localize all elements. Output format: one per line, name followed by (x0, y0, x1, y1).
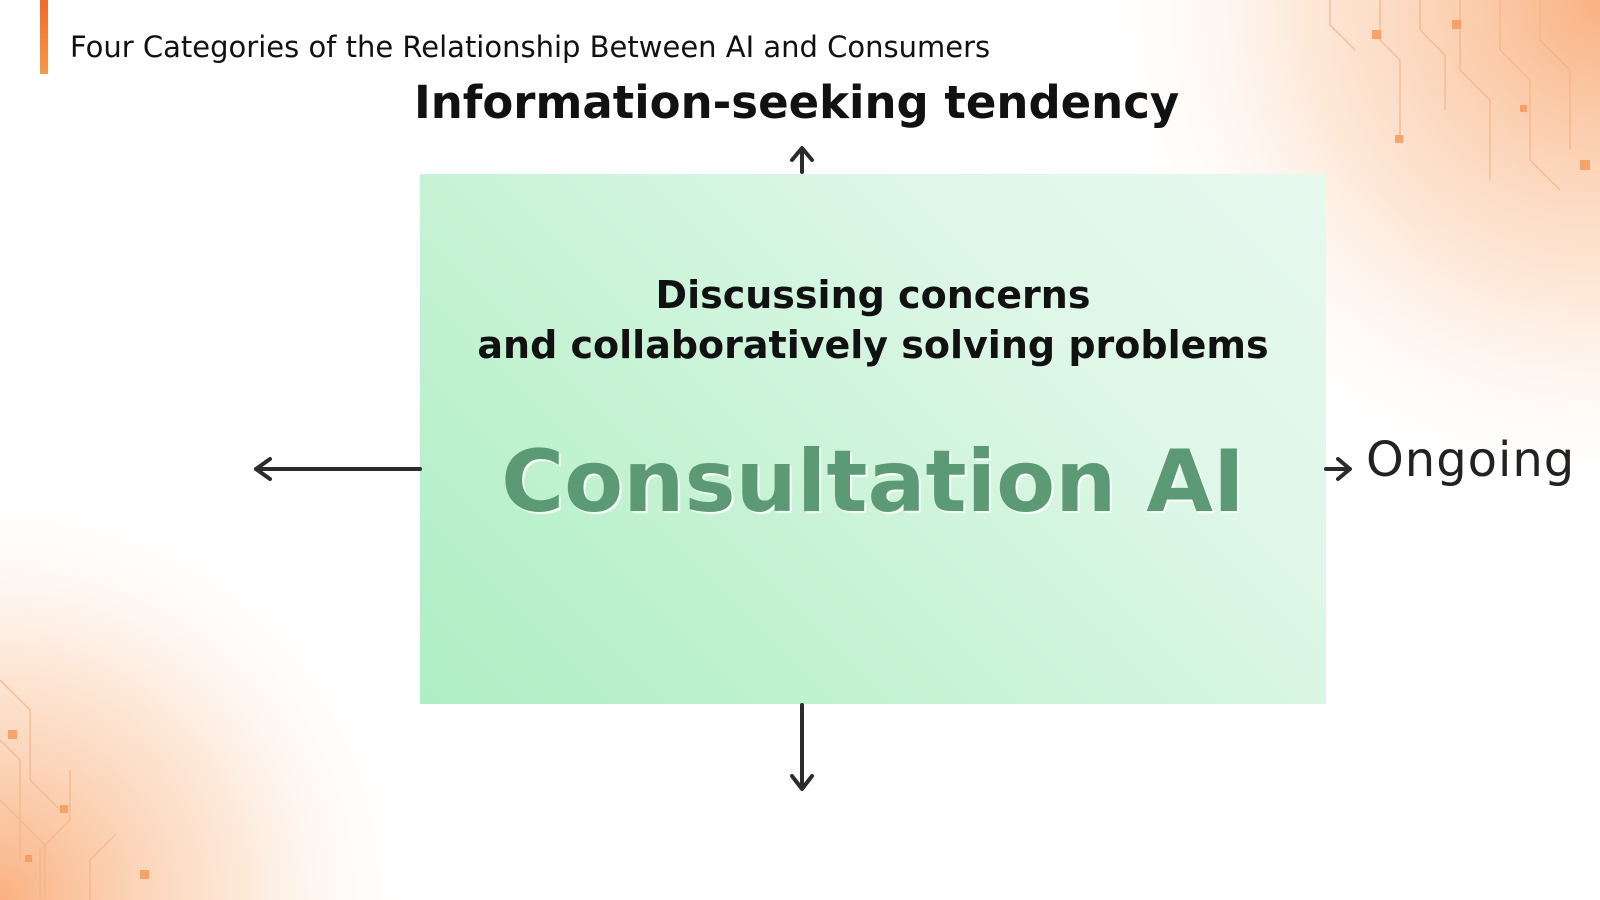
quadrant-name: Consultation AI (501, 432, 1245, 532)
arrow-right-icon (1324, 457, 1352, 481)
quadrant-consultation-ai: Discussing concerns and collaboratively … (420, 174, 1326, 704)
arrow-left-icon (254, 457, 422, 481)
slide-title: Four Categories of the Relationship Betw… (70, 30, 991, 64)
title-accent-bar (40, 0, 48, 74)
axis-label-top: Information-seeking tendency (414, 76, 1180, 129)
axis-label-right: Ongoing (1366, 432, 1576, 488)
quadrant-description-line-2: and collaboratively solving problems (477, 323, 1269, 367)
arrow-down-icon (790, 703, 814, 791)
quadrant-description-line-1: Discussing concerns (655, 273, 1091, 317)
arrow-up-icon (790, 146, 814, 174)
quadrant-description: Discussing concerns and collaboratively … (420, 270, 1326, 370)
